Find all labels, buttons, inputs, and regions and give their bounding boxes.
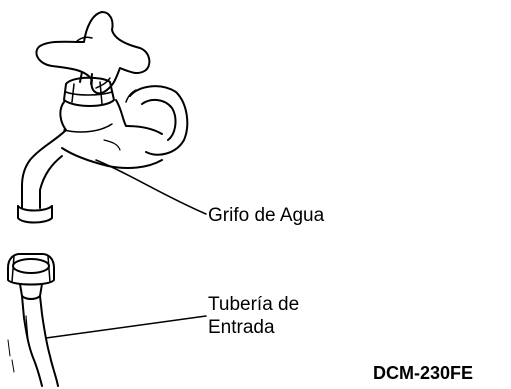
- hose-label: Tubería de Entrada: [208, 293, 299, 339]
- model-code: DCM-230FE: [373, 363, 474, 383]
- packing-nut: [63, 76, 115, 107]
- hose-leader-line: [45, 315, 207, 339]
- hose-label-line-1: Tubería de: [208, 294, 300, 315]
- inlet-hose: [7, 295, 59, 387]
- faucet-handle: [35, 11, 151, 95]
- faucet-label: Grifo de Agua: [208, 205, 325, 226]
- wall-flange: [125, 85, 189, 156]
- spout-outlet: [17, 205, 53, 224]
- handle-stem: [79, 71, 93, 85]
- hose-label-line-2: Entrada: [208, 317, 275, 338]
- hose-coupling: [7, 253, 55, 300]
- faucet-leader-line: [95, 159, 207, 215]
- faucet-body: [21, 99, 163, 209]
